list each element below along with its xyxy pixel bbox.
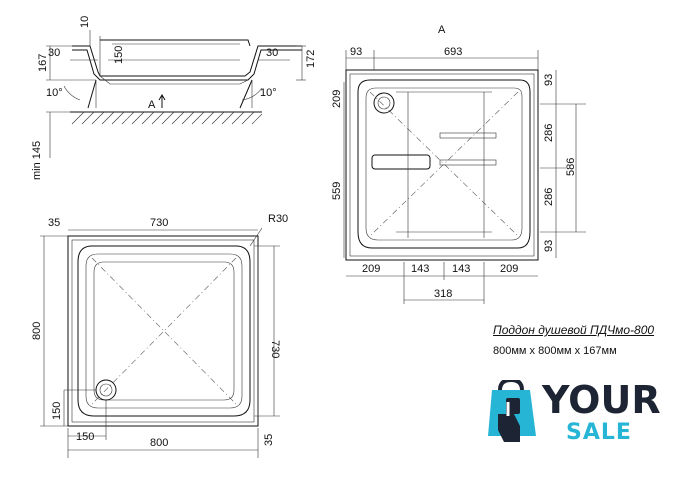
view-a-dim-right-mid2: 286: [543, 188, 555, 206]
plan-dim-drain-h: 150: [76, 431, 94, 443]
view-a-dim-top-width: 693: [444, 46, 462, 58]
plan-dim-inner-height: 730: [269, 340, 281, 358]
view-a-dim-top-left: 93: [350, 46, 362, 58]
plan-dim-corner: 35: [48, 217, 60, 229]
side-dim-left-height: 167: [37, 54, 49, 72]
plan-dim-radius: R30: [268, 213, 288, 225]
view-a-dim-right-mid1: 286: [543, 124, 555, 142]
plan-dim-total-width: 800: [150, 437, 168, 449]
side-dim-inner: 150: [113, 46, 125, 64]
plan-dim-height: 800: [31, 322, 43, 340]
side-dim-right-height: 172: [305, 50, 317, 68]
view-a-dim-bottom-2: 143: [411, 263, 429, 275]
side-angle-left: 10°: [46, 87, 63, 99]
view-a-dim-right-top: 93: [543, 74, 555, 86]
side-min-height: min 145: [31, 141, 43, 180]
yoursale-logo: YOUR SALE: [484, 376, 674, 448]
view-a-dim-right-bottom: 93: [543, 240, 555, 252]
side-dim-right-rim: 30: [266, 47, 278, 59]
view-a-dim-bottom-4: 209: [500, 263, 518, 275]
product-size: 800мм x 800мм x 167мм: [493, 345, 617, 357]
plan-dim-drain-v: 150: [51, 402, 63, 420]
side-view: 10 167 30 150 30 172 10° 10° A min 145: [31, 16, 317, 180]
product-title: Поддон душевой ПДЧмо-800: [493, 323, 655, 337]
view-a-dim-bottom-total: 318: [434, 288, 452, 300]
plan-view: 35 730 R30 800 730 150 150 800 35: [31, 213, 288, 458]
logo-word-sale: SALE: [566, 420, 632, 445]
view-a-label: A: [438, 24, 446, 36]
view-a: A 93 693 209 559 93 286 286 586 93 209 1…: [331, 24, 586, 304]
side-angle-right: 10°: [260, 87, 277, 99]
view-a-dim-right-total: 586: [565, 158, 577, 176]
plan-dim-bottom-corner: 35: [263, 434, 275, 446]
view-a-dim-left-top: 209: [331, 90, 343, 108]
view-a-dim-bottom-1: 209: [362, 263, 380, 275]
shopping-bag-hand-icon: [488, 380, 536, 442]
side-section-mark: A: [148, 99, 156, 111]
side-dim-left-rim: 30: [48, 47, 60, 59]
view-a-dim-left-long: 559: [331, 182, 343, 200]
plan-dim-inner-width: 730: [150, 217, 168, 229]
side-dim-top: 10: [79, 16, 91, 28]
logo-word-your: YOUR: [542, 378, 661, 422]
view-a-dim-bottom-3: 143: [452, 263, 470, 275]
